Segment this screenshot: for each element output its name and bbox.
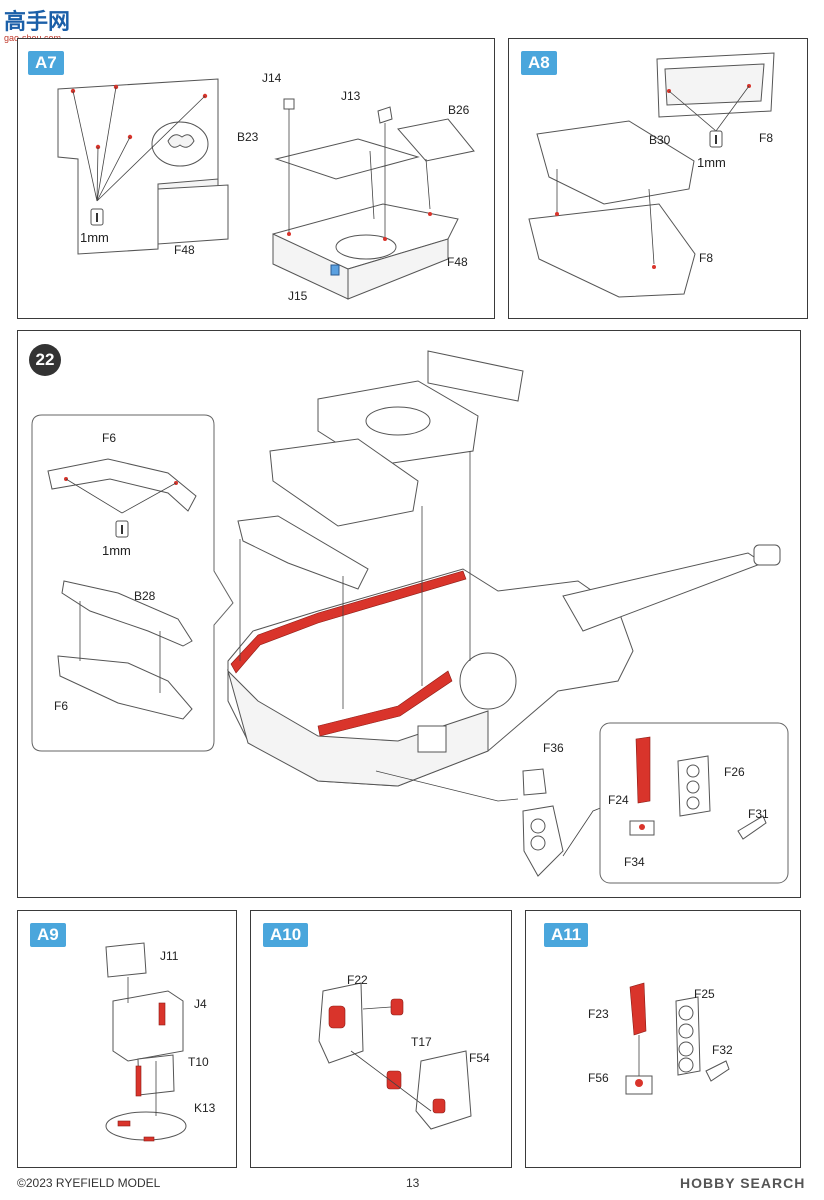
copyright-footer: ©2023 RYEFIELD MODEL [17,1176,161,1190]
label-j4: J4 [194,997,207,1011]
a7-j13-part [377,106,393,124]
a7-drill-size: 1mm [80,230,109,245]
label-b30: B30 [649,133,671,147]
label-f22: F22 [347,973,368,987]
label-f48-right: F48 [447,255,468,269]
s22-glue-strip-side [317,670,453,737]
a10-t17-bottom [386,1070,402,1090]
label-j11: J11 [160,949,179,963]
step-a9-illustration [105,942,187,1142]
a9-j4-part [112,990,184,1062]
a10-t17-top [390,998,404,1016]
s22-b30-part [269,438,419,527]
label-j13: J13 [341,89,361,103]
step-a10-panel: A10 F22 T17 F54 [250,910,512,1168]
step-a10-tag: A10 [263,923,309,947]
step-a10-illustration [318,982,472,1130]
watermark-title: 高手网 [4,9,71,34]
step-a9-panel: A9 J11 J4 T10 K13 [17,910,237,1168]
step-22-illustration [31,350,789,884]
label-f56: F56 [588,1071,609,1085]
step-a8-panel: A8 F8 B30 1mm F8 [508,38,808,319]
hobby-search-logo: HOBBY SEARCH [680,1175,806,1191]
page-number: 13 [406,1176,420,1190]
s22-mantlet-ring [459,652,517,710]
step-22-number: 22 [29,344,61,376]
a10-f54-part [415,1050,472,1130]
s22-muzzle-brake [753,544,781,566]
label-f23: F23 [588,1007,609,1021]
label-f31: F31 [748,807,769,821]
label-t17: T17 [411,1035,432,1049]
s22-f36-part [522,768,547,796]
a8-drill-size: 1mm [697,155,726,170]
a8-b30-part [536,120,695,205]
step-a7-illustration [57,78,475,300]
a10-f22-red [328,1005,346,1029]
s22-gun-barrel [562,552,765,632]
a8-f8-bottom-part [528,203,696,298]
label-f25: F25 [694,987,715,1001]
step-a7-panel: A7 J14 J13 B26 B23 1mm F48 F48 J15 [17,38,495,319]
label-f8-top: F8 [759,131,774,145]
label-b23: B23 [237,130,259,144]
a7-f48-bracket [157,184,229,245]
label-f6-bottom: F6 [54,699,69,713]
a11-f32-part [705,1060,730,1082]
s22-f24-red [635,736,651,804]
label-t10: T10 [188,1055,209,1069]
step-a9-tag: A9 [30,923,66,947]
step-a11-illustration [625,982,730,1095]
a7-j15-blue-part [330,264,340,276]
label-j14: J14 [262,71,282,85]
s22-glue-strip-top [230,570,467,674]
step-22-panel: 22 [17,330,801,898]
label-f54: F54 [469,1051,490,1065]
step-a11-tag: A11 [544,923,589,947]
a9-j4-red [158,1002,166,1026]
label-b28: B28 [134,589,156,603]
s22-box-part [417,725,447,753]
label-f8-bottom: F8 [699,251,714,265]
a7-b23-part [274,138,420,180]
label-f36: F36 [543,741,564,755]
s22-drill-size: 1mm [102,543,131,558]
label-f32: F32 [712,1043,733,1057]
step-a11-panel: A11 F25 F23 F32 F56 [525,910,801,1168]
a9-j11-part [105,942,147,978]
step-a7-tag: A7 [28,51,64,75]
a7-j14-part [283,98,295,110]
step-a8-tag: A8 [521,51,557,75]
label-f26: F26 [724,765,745,779]
s22-b28-part [61,580,193,647]
s22-f6-top-part [47,458,197,512]
label-f6-top: F6 [102,431,117,445]
s22-f6-bottom-part [57,655,193,720]
label-b26: B26 [448,103,470,117]
label-k13: K13 [194,1101,216,1115]
s22-f31-part [737,815,767,840]
a7-b26-part [397,118,475,162]
label-f48-left: F48 [174,243,195,257]
label-f34: F34 [624,855,645,869]
step-a8-illustration [528,52,775,298]
label-j15: J15 [288,289,308,303]
s22-b28-assembled [237,515,369,590]
label-f24: F24 [608,793,629,807]
a11-f23-red [629,982,647,1036]
